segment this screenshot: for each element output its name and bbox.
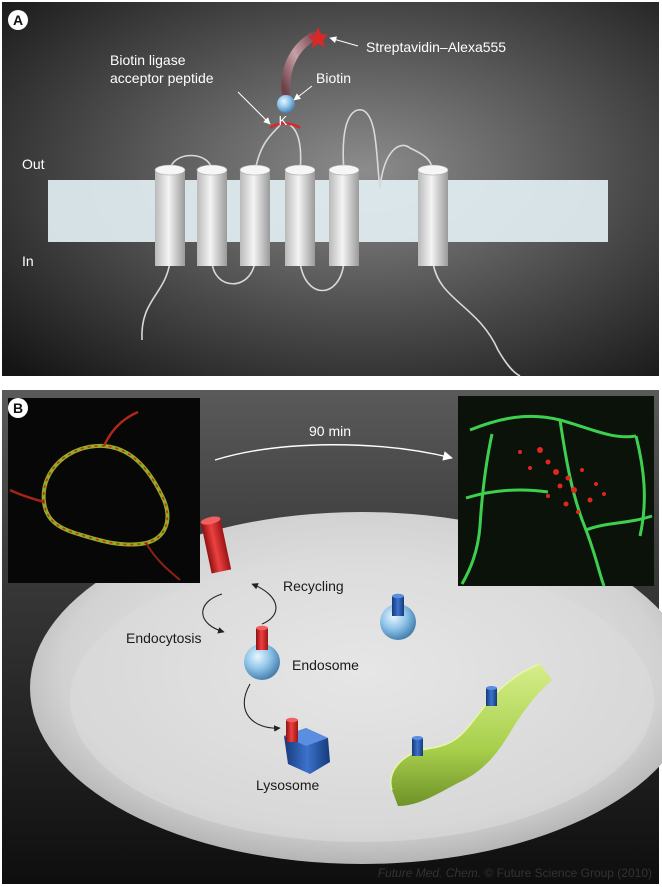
lysine-label: K — [279, 113, 288, 128]
credit-journal: Future Med. Chem. — [378, 866, 481, 880]
helix-2 — [196, 164, 228, 266]
surface-receptor — [200, 516, 232, 574]
acceptor-peptide-label-line2: acceptor peptide — [110, 70, 214, 86]
endocytosis-label: Endocytosis — [126, 630, 201, 646]
degradation-arrow — [243, 683, 281, 732]
time-arrow — [214, 444, 453, 461]
endoplasmic-reticulum — [390, 663, 552, 806]
recycling-label: Recycling — [283, 578, 344, 594]
panel-a-badge — [8, 10, 28, 30]
helix-5 — [328, 164, 360, 266]
panel-b-badge — [8, 398, 28, 418]
streptavidin-molecule — [281, 31, 319, 97]
lysosome-label: Lysosome — [256, 777, 320, 793]
panel-a-pointers — [237, 36, 359, 125]
biotin-sphere — [277, 95, 295, 113]
endocytosis-arrow — [202, 593, 225, 634]
panel-a-label: A — [13, 12, 23, 28]
helix-3 — [239, 164, 271, 266]
acceptor-peptide-segment — [269, 122, 301, 130]
lysosome — [284, 717, 330, 774]
panel-b-label: B — [13, 400, 23, 416]
helix-1 — [154, 164, 186, 266]
helix-4 — [284, 164, 316, 266]
time-label: 90 min — [309, 423, 351, 439]
biotin-label: Biotin — [316, 70, 351, 86]
micrograph-after — [458, 396, 654, 587]
in-label: In — [22, 253, 34, 269]
cell-interior — [70, 558, 654, 842]
recycling-arrow — [251, 583, 277, 625]
streptavidin-label: Streptavidin–Alexa555 — [366, 39, 506, 55]
endosome-label: Endosome — [292, 657, 359, 673]
copyright-credit: Future Med. Chem. © Future Science Group… — [378, 866, 652, 880]
endosome-blue-receptor — [380, 593, 416, 640]
transmembrane-helices — [154, 164, 449, 266]
credit-rest: © Future Science Group (2010) — [481, 866, 652, 880]
endosome — [244, 625, 280, 680]
membrane-band — [48, 180, 608, 242]
micrograph-before — [8, 398, 200, 583]
alexa555-fluorophore-icon — [308, 27, 328, 48]
panel-b: 90 min Recycling Endocytosis Endosome — [2, 390, 662, 884]
panel-a: A Out In Biotin ligase acceptor peptide … — [2, 2, 659, 377]
acceptor-peptide-label-line1: Biotin ligase — [110, 52, 186, 68]
helix-6 — [417, 164, 449, 266]
out-label: Out — [22, 156, 45, 172]
